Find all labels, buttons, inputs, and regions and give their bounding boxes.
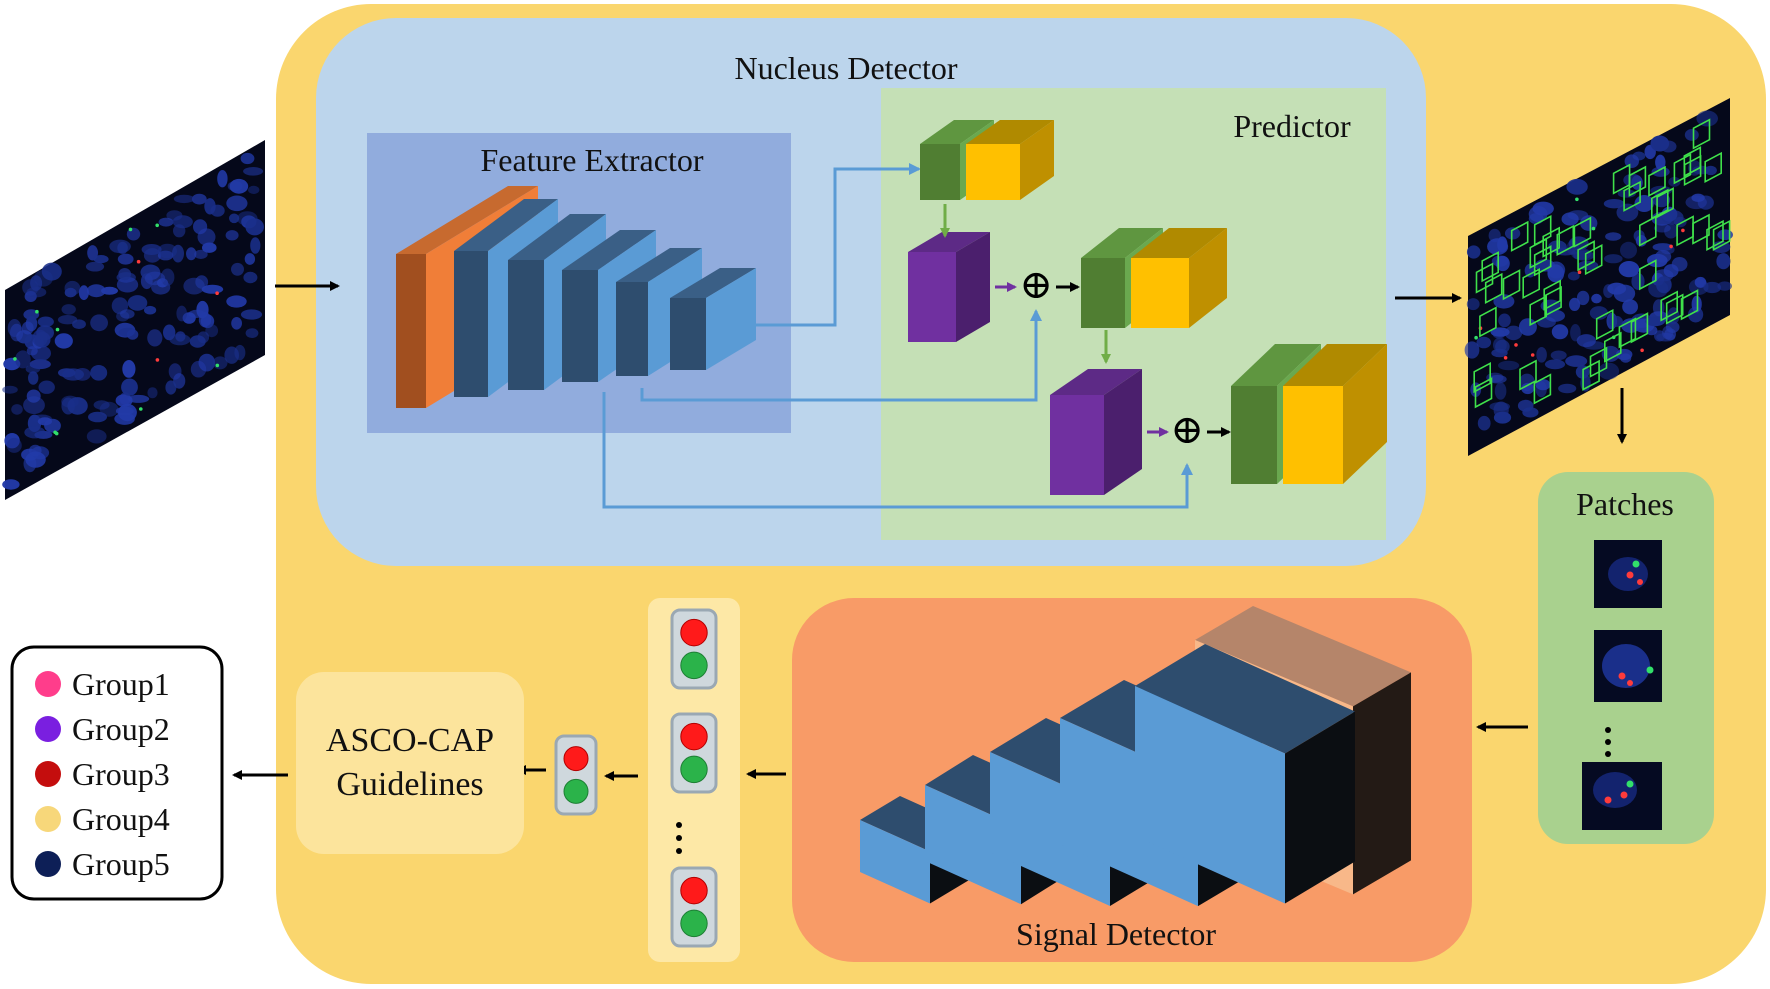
detection-output-image [1464, 98, 1733, 456]
legend-box [10, 645, 224, 901]
signal-detector-title: Signal Detector [1016, 916, 1216, 952]
traffic-light-icon [554, 734, 598, 816]
detection-box [1706, 219, 1724, 252]
detection-box [1533, 245, 1552, 277]
detection-box [1584, 243, 1603, 276]
detection-box [1533, 373, 1552, 405]
traffic-light-icon [670, 608, 718, 690]
detection-box [1704, 151, 1722, 184]
detection-box [1582, 359, 1600, 391]
detection-box [1612, 163, 1631, 195]
legend-label: Group4 [72, 801, 170, 837]
detection-box [1542, 226, 1560, 258]
detection-box [1604, 331, 1622, 363]
legend-swatch [35, 716, 61, 742]
detection-box [1680, 289, 1699, 321]
detection-box [1481, 251, 1499, 283]
detection-box [1502, 269, 1521, 301]
input-microscopy-image [2, 140, 265, 500]
detection-box [1484, 272, 1503, 305]
detection-box [1651, 188, 1669, 220]
legend-swatch [35, 851, 61, 877]
purple-feature-block [1050, 369, 1142, 495]
feature-extractor-blocks [396, 186, 756, 408]
asco-cap-panel [296, 672, 524, 854]
detection-box [1577, 240, 1595, 272]
legend-label: Group1 [72, 666, 170, 702]
predictor-title: Predictor [1233, 108, 1351, 144]
yellow-feature-block [1131, 228, 1227, 328]
ellipsis-icon [1605, 727, 1611, 757]
detection-box [1573, 216, 1592, 248]
conv-block [1135, 644, 1355, 904]
detection-box [1510, 220, 1529, 252]
asco-cap-title: ASCO-CAP [326, 722, 494, 759]
detection-box [1676, 215, 1694, 247]
input-nuclei [2, 152, 264, 490]
detection-box [1618, 317, 1637, 349]
detection-box [1479, 306, 1497, 338]
yellow-feature-block [966, 120, 1054, 200]
legend-swatch [35, 761, 61, 787]
detection-box [1639, 215, 1657, 247]
patches-title: Patches [1576, 486, 1674, 522]
detection-box [1533, 214, 1552, 247]
legend-swatch [35, 671, 61, 697]
feature-extractor-title: Feature Extractor [481, 142, 704, 178]
ellipsis-icon [676, 822, 682, 854]
detection-box [1589, 346, 1608, 378]
detection-box [1656, 187, 1674, 219]
connector-to-plus-2 [602, 392, 1193, 509]
patch-thumbnail [1594, 630, 1662, 702]
plus-circle-icon: ⊕ [1019, 262, 1053, 307]
detection-box [1623, 180, 1641, 212]
asco-cap-subtitle: Guidelines [336, 766, 483, 803]
traffic-light-aggregate [554, 734, 598, 816]
detection-box [1692, 118, 1711, 150]
detection-box [1660, 290, 1678, 322]
detection-boxes [1473, 118, 1731, 409]
legend-label: Group5 [72, 846, 170, 882]
detection-box [1712, 219, 1731, 252]
detection-box [1475, 262, 1494, 294]
purple-feature-block [908, 232, 990, 342]
detection-box [1529, 295, 1547, 327]
detection-box [1628, 165, 1647, 197]
detection-box [1522, 267, 1540, 300]
detection-box [1648, 165, 1666, 197]
detection-box [1630, 312, 1649, 344]
connector-to-plus-1 [640, 309, 1042, 402]
legend-label: Group2 [72, 711, 170, 747]
detection-box [1473, 361, 1491, 394]
traffic-light-column [670, 608, 718, 948]
traffic-light-icon [670, 712, 718, 794]
yellow-feature-block [1283, 344, 1387, 484]
patch-thumbnail [1594, 540, 1662, 608]
detection-box [1556, 224, 1575, 257]
legend-label: Group3 [72, 756, 170, 792]
legend-swatch [35, 806, 61, 832]
patch-thumbnail [1582, 762, 1662, 830]
detection-box [1595, 308, 1614, 341]
detection-box [1543, 279, 1561, 311]
nucleus-detector-title: Nucleus Detector [734, 50, 957, 86]
signal-detector-blocks [860, 606, 1411, 907]
detection-box [1529, 237, 1548, 269]
detection-box [1683, 154, 1702, 187]
traffic-light-icon [670, 866, 718, 948]
detection-box [1519, 359, 1537, 391]
predictor-blocks [908, 120, 1387, 495]
conv-block [670, 268, 756, 370]
detection-box [1639, 259, 1657, 291]
detection-box [1474, 377, 1493, 409]
plus-circle-icon: ⊕ [1170, 407, 1204, 452]
connector-to-predictor-top [750, 163, 921, 327]
